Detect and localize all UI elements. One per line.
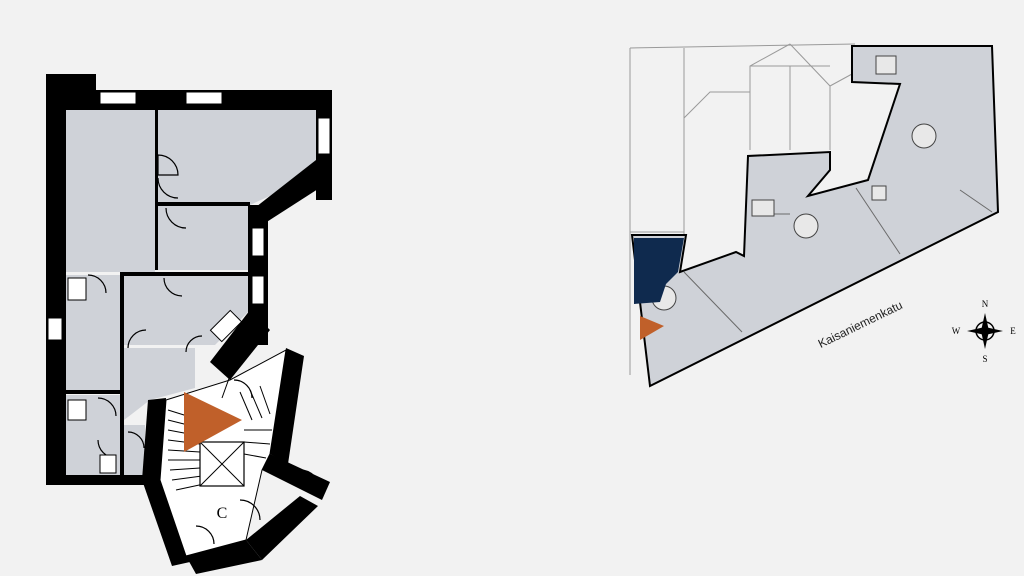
compass-north: N [982,299,989,309]
door-swings [87,154,203,459]
building-footprint [630,45,1000,388]
site-key-plan: Kaisaniemenkatu [629,43,1000,388]
stairwell-walls [142,310,330,574]
apartment-floor-plan: C [46,74,332,574]
windows [47,91,331,341]
compass-south: S [982,354,987,364]
compass-west: W [952,326,961,336]
compass-rose: N S W E [952,299,1017,364]
highlighted-unit [634,238,684,304]
fixtures [67,277,243,474]
compass-east: E [1010,326,1016,336]
location-marker [184,392,242,452]
room-fills [66,110,316,475]
block-outline [629,43,856,375]
stair-label: C [217,505,228,522]
site-location-marker [640,316,664,340]
street-name: Kaisaniemenkatu [816,298,905,351]
